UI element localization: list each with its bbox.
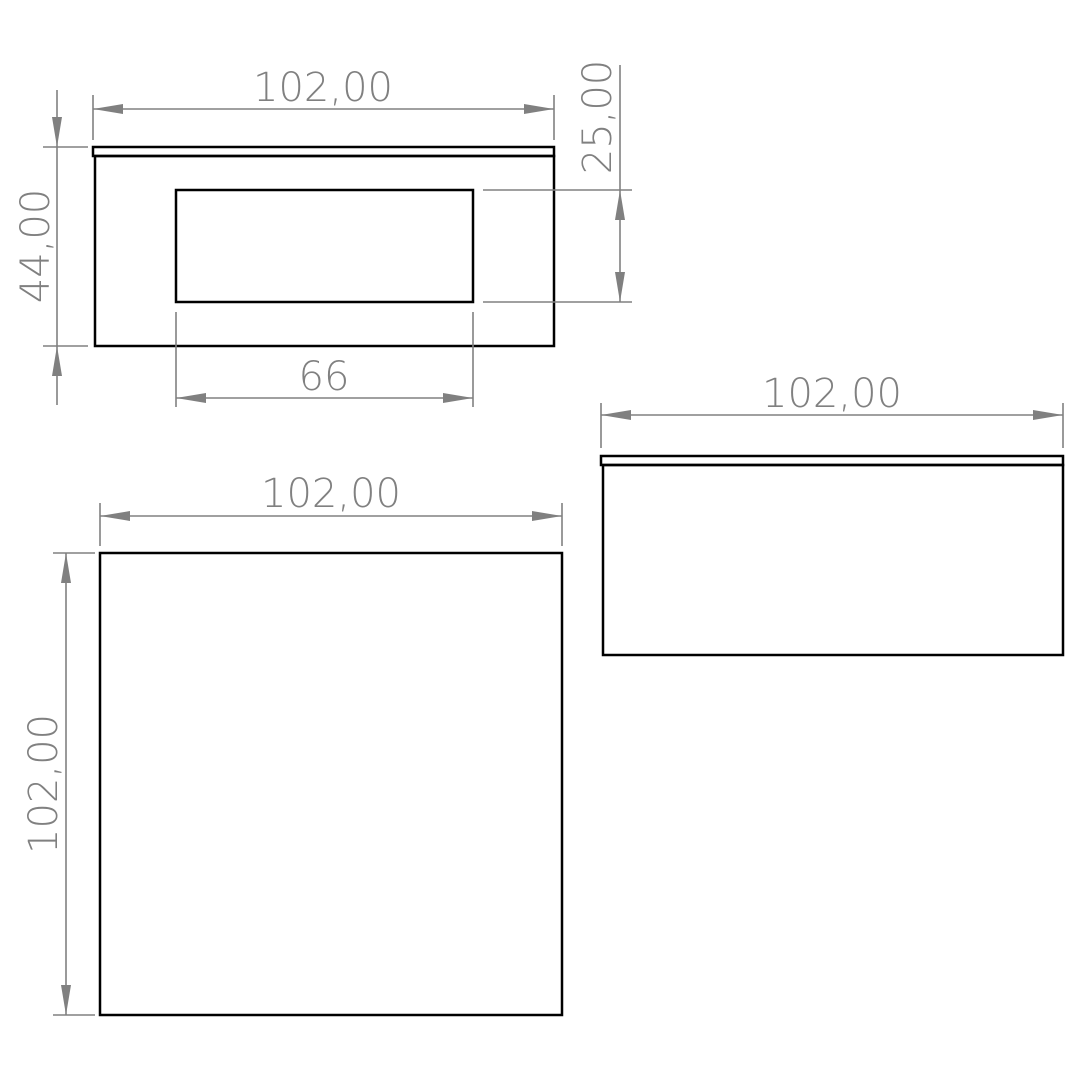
front-height-dimension: 44,00 (13, 90, 88, 405)
front-view (91, 145, 556, 348)
side-view (599, 454, 1065, 657)
side-view-lid (599, 454, 1065, 467)
front-width-label: 102,00 (253, 65, 393, 111)
side-width-label: 102,00 (762, 371, 902, 417)
top-view-outline (98, 551, 564, 1017)
window-width-label: 66 (299, 354, 350, 400)
window-height-dimension: 25,00 (483, 60, 632, 303)
front-view-lid (91, 145, 556, 158)
side-view-body (601, 463, 1065, 657)
window-width-dimension: 66 (175, 312, 474, 407)
top-width-label: 102,00 (261, 471, 401, 517)
front-height-label: 44,00 (13, 189, 59, 304)
top-view (98, 551, 564, 1017)
front-view-body (93, 154, 556, 348)
side-width-dimension: 102,00 (600, 371, 1064, 448)
window-height-label: 25,00 (575, 60, 621, 175)
top-height-label: 102,00 (21, 714, 67, 854)
front-view-window (174, 188, 475, 304)
front-width-dimension: 102,00 (92, 65, 555, 140)
top-height-dimension: 102,00 (21, 552, 95, 1016)
top-width-dimension: 102,00 (99, 471, 563, 546)
